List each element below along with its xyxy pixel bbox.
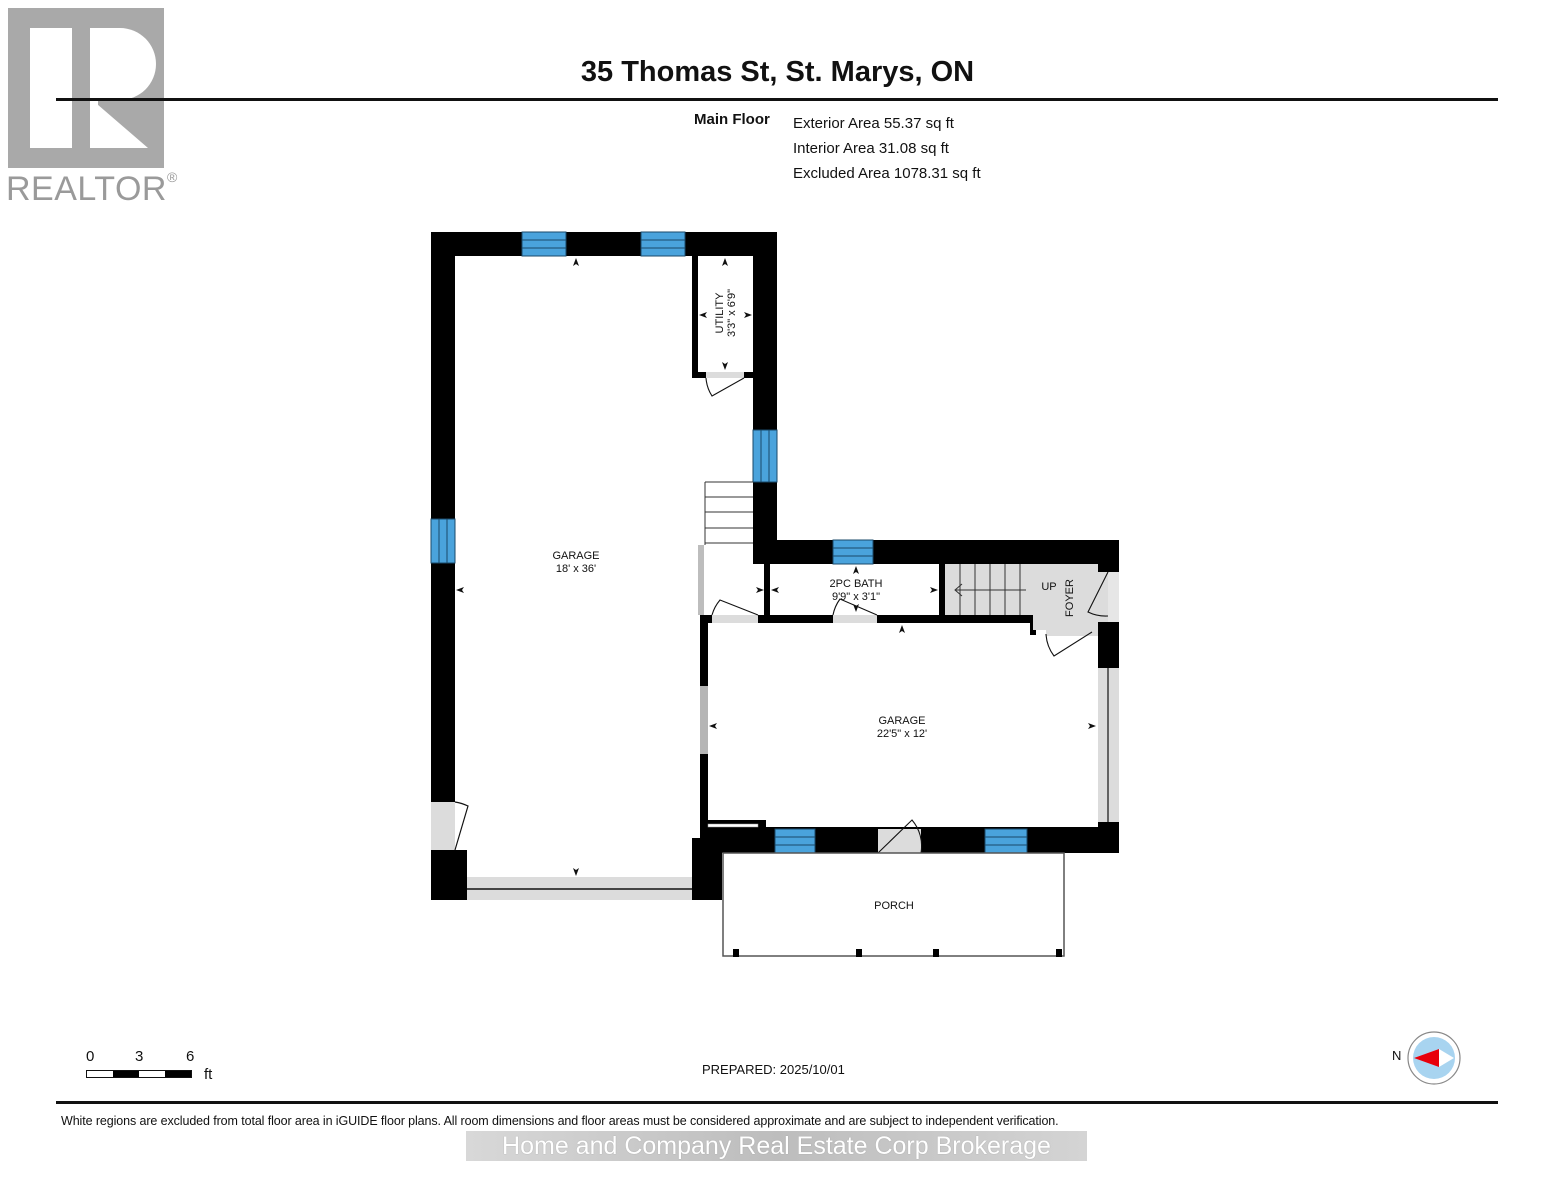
room-label-garage-small: GARAGE	[878, 715, 925, 727]
room-label-foyer: FOYER	[1064, 579, 1076, 617]
brokerage-watermark: Home and Company Real Estate Corp Broker…	[466, 1131, 1087, 1161]
realtor-wordmark: REALTOR®	[6, 169, 178, 208]
prepared-date: PREPARED: 2025/10/01	[702, 1062, 845, 1077]
dimension-arrows	[456, 258, 1096, 876]
stairs-icon	[945, 564, 1033, 615]
garage-door-icon	[1098, 668, 1119, 822]
window-icon	[430, 231, 778, 564]
room-label-garage-large: GARAGE	[552, 550, 599, 562]
room-dims-utility: 3'3" x 6'9"	[726, 289, 738, 337]
exterior-area: Exterior Area 55.37 sq ft	[793, 115, 954, 132]
stairs-icon	[704, 481, 753, 545]
room-label-2pc-bath: 2PC BATH	[830, 578, 883, 590]
scale-unit: ft	[204, 1066, 213, 1083]
room-label-porch: PORCH	[874, 900, 914, 912]
foyer-area	[1033, 564, 1119, 657]
room-dims-garage-large: 18' x 36'	[556, 563, 596, 575]
excluded-area: Excluded Area 1078.31 sq ft	[793, 165, 981, 182]
stairs-up-label: UP	[1041, 581, 1056, 593]
floor-name: Main Floor	[694, 111, 770, 128]
scale-bar-graphic	[86, 1070, 192, 1078]
room-label-utility: UTILITY	[714, 292, 726, 334]
compass: N	[1390, 1030, 1464, 1086]
scale-tick-0: 0	[86, 1048, 95, 1065]
interior-area: Interior Area 31.08 sq ft	[793, 140, 949, 157]
page-title: 35 Thomas St, St. Marys, ON	[580, 56, 975, 88]
header-divider	[56, 98, 1498, 101]
compass-north-label: N	[1392, 1048, 1402, 1063]
footer-divider	[56, 1101, 1498, 1104]
garage-door-icon	[467, 877, 692, 900]
room-dims-2pc-bath: 9'9" x 3'1"	[832, 591, 880, 603]
realtor-logo-icon	[8, 8, 164, 168]
disclaimer: White regions are excluded from total fl…	[61, 1114, 1059, 1128]
door-icon	[705, 372, 745, 397]
scale-bar: 0 3 6	[86, 1048, 195, 1078]
door-icon	[711, 598, 878, 623]
scale-tick-6: 6	[186, 1048, 195, 1065]
room-dims-garage-small: 22'5" x 12'	[877, 728, 927, 740]
door-icon	[431, 801, 469, 851]
compass-icon	[1407, 1031, 1461, 1085]
porch-outline	[722, 852, 1065, 957]
scale-tick-3: 3	[135, 1048, 144, 1065]
door-icon	[877, 819, 923, 854]
window-icon	[774, 828, 1028, 854]
area-summary: Exterior Area 55.37 sq ft Interior Area …	[793, 111, 981, 186]
window-icon	[832, 539, 874, 565]
